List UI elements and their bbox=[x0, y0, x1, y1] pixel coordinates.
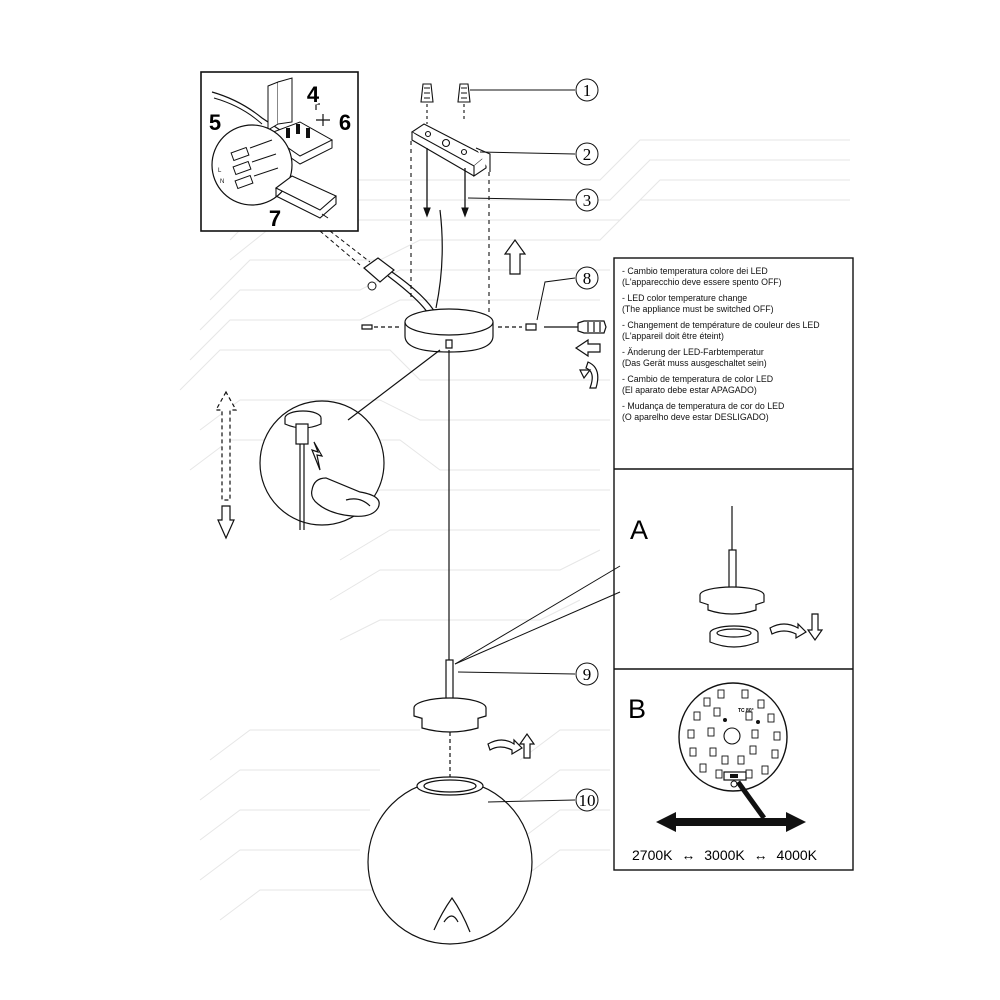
instruction-title: - Mudança de temperatura de cor do LED bbox=[622, 401, 785, 411]
temperature-2700k: 2700K bbox=[632, 847, 673, 863]
mounting-hardware bbox=[410, 83, 576, 312]
instruction-title: - Cambio temperatura colore dei LED bbox=[622, 266, 768, 276]
temperature-separator: ↔ bbox=[681, 847, 695, 863]
wiring-inset: L N 4 5 6 7 bbox=[200, 71, 371, 266]
panel-a: A bbox=[630, 506, 824, 648]
inset-label-6: 6 bbox=[339, 110, 351, 135]
instruction-note: (O aparelho deve estar DESLIGADO) bbox=[622, 412, 769, 422]
instruction-note: (The appliance must be switched OFF) bbox=[622, 304, 774, 314]
callout-3: 3 bbox=[583, 191, 592, 210]
instruction-fr: - Changement de température de couleur d… bbox=[622, 320, 853, 342]
inset-label-5: 5 bbox=[209, 110, 221, 135]
instruction-note: (L'appareil doit être éteint) bbox=[622, 331, 724, 341]
rotate-arrow-icon bbox=[487, 738, 523, 756]
temperature-4000k: 4000K bbox=[777, 847, 818, 863]
finger-detail bbox=[259, 349, 441, 530]
instruction-es: - Cambio de temperatura de color LED (El… bbox=[622, 374, 853, 396]
instruction-de: - Änderung der LED-Farbtemperatur (Das G… bbox=[622, 347, 853, 369]
instruction-it: - Cambio temperatura colore dei LED (L'a… bbox=[622, 266, 853, 288]
instruction-note: (Das Gerät muss ausgeschaltet sein) bbox=[622, 358, 767, 368]
callout-8: 8 bbox=[583, 269, 592, 288]
ceiling-canopy bbox=[361, 209, 576, 353]
led-chip-icon bbox=[687, 689, 781, 779]
panel-b: B TC 80° 2700K ↔ 3000K ↔ 4000 bbox=[628, 682, 818, 863]
arrow-left-icon bbox=[574, 338, 601, 358]
svg-text:N: N bbox=[220, 179, 224, 185]
instruction-pt: - Mudança de temperatura de cor do LED (… bbox=[622, 401, 853, 423]
cable-connector bbox=[363, 257, 437, 317]
callout-10: 10 bbox=[579, 791, 596, 810]
led-change-instructions: - Cambio temperatura colore dei LED (L'a… bbox=[615, 259, 853, 468]
instruction-title: - Changement de température de couleur d… bbox=[622, 320, 820, 330]
finger-icon bbox=[311, 477, 380, 517]
callout-1: 1 bbox=[583, 81, 592, 100]
screw-icon bbox=[420, 83, 434, 103]
instruction-title: - Cambio de temperatura de color LED bbox=[622, 374, 774, 384]
temperature-separator: ↔ bbox=[754, 847, 768, 863]
rotate-arrow-icon bbox=[579, 361, 599, 389]
svg-text:2700K ↔ 3000K: 2700K ↔ 3000K ↔ 4000K bbox=[632, 847, 818, 863]
callout-2: 2 bbox=[583, 145, 592, 164]
screwdriver-icon bbox=[544, 320, 607, 334]
panel-b-letter: B bbox=[628, 694, 646, 724]
board-label: TC 80° bbox=[738, 708, 754, 714]
instruction-note: (L'apparecchio deve essere spento OFF) bbox=[622, 277, 782, 287]
callout-9: 9 bbox=[583, 665, 592, 684]
arrow-up-icon bbox=[518, 732, 536, 759]
arrow-up-icon bbox=[503, 238, 527, 275]
glass-globe bbox=[367, 776, 576, 945]
screw-icon bbox=[457, 83, 471, 103]
inset-label-7: 7 bbox=[269, 206, 281, 231]
instruction-panel bbox=[613, 257, 854, 871]
background-guides bbox=[179, 139, 850, 921]
panel-a-letter: A bbox=[630, 515, 648, 545]
instruction-note: (El aparato debe estar APAGADO) bbox=[622, 385, 757, 395]
instruction-en: - LED color temperature change (The appl… bbox=[622, 293, 853, 315]
lamp-fitting bbox=[413, 565, 621, 790]
double-arrow-icon bbox=[214, 390, 238, 540]
callout-labels: 1 2 3 8 9 10 bbox=[575, 78, 599, 812]
svg-text:L: L bbox=[218, 168, 222, 174]
temperature-3000k: 3000K bbox=[704, 847, 745, 863]
instruction-title: - LED color temperature change bbox=[622, 293, 748, 303]
instruction-title: - Änderung der LED-Farbtemperatur bbox=[622, 347, 764, 357]
inset-label-4: 4 bbox=[307, 82, 320, 107]
